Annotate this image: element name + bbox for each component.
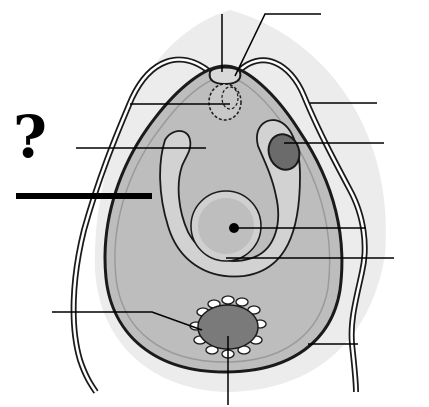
question-label: ? bbox=[13, 108, 47, 166]
contractile-vacuole-outer bbox=[209, 84, 241, 120]
nucleus-inner bbox=[198, 198, 254, 254]
starch-grain bbox=[236, 298, 248, 306]
starch-grain bbox=[222, 296, 234, 304]
